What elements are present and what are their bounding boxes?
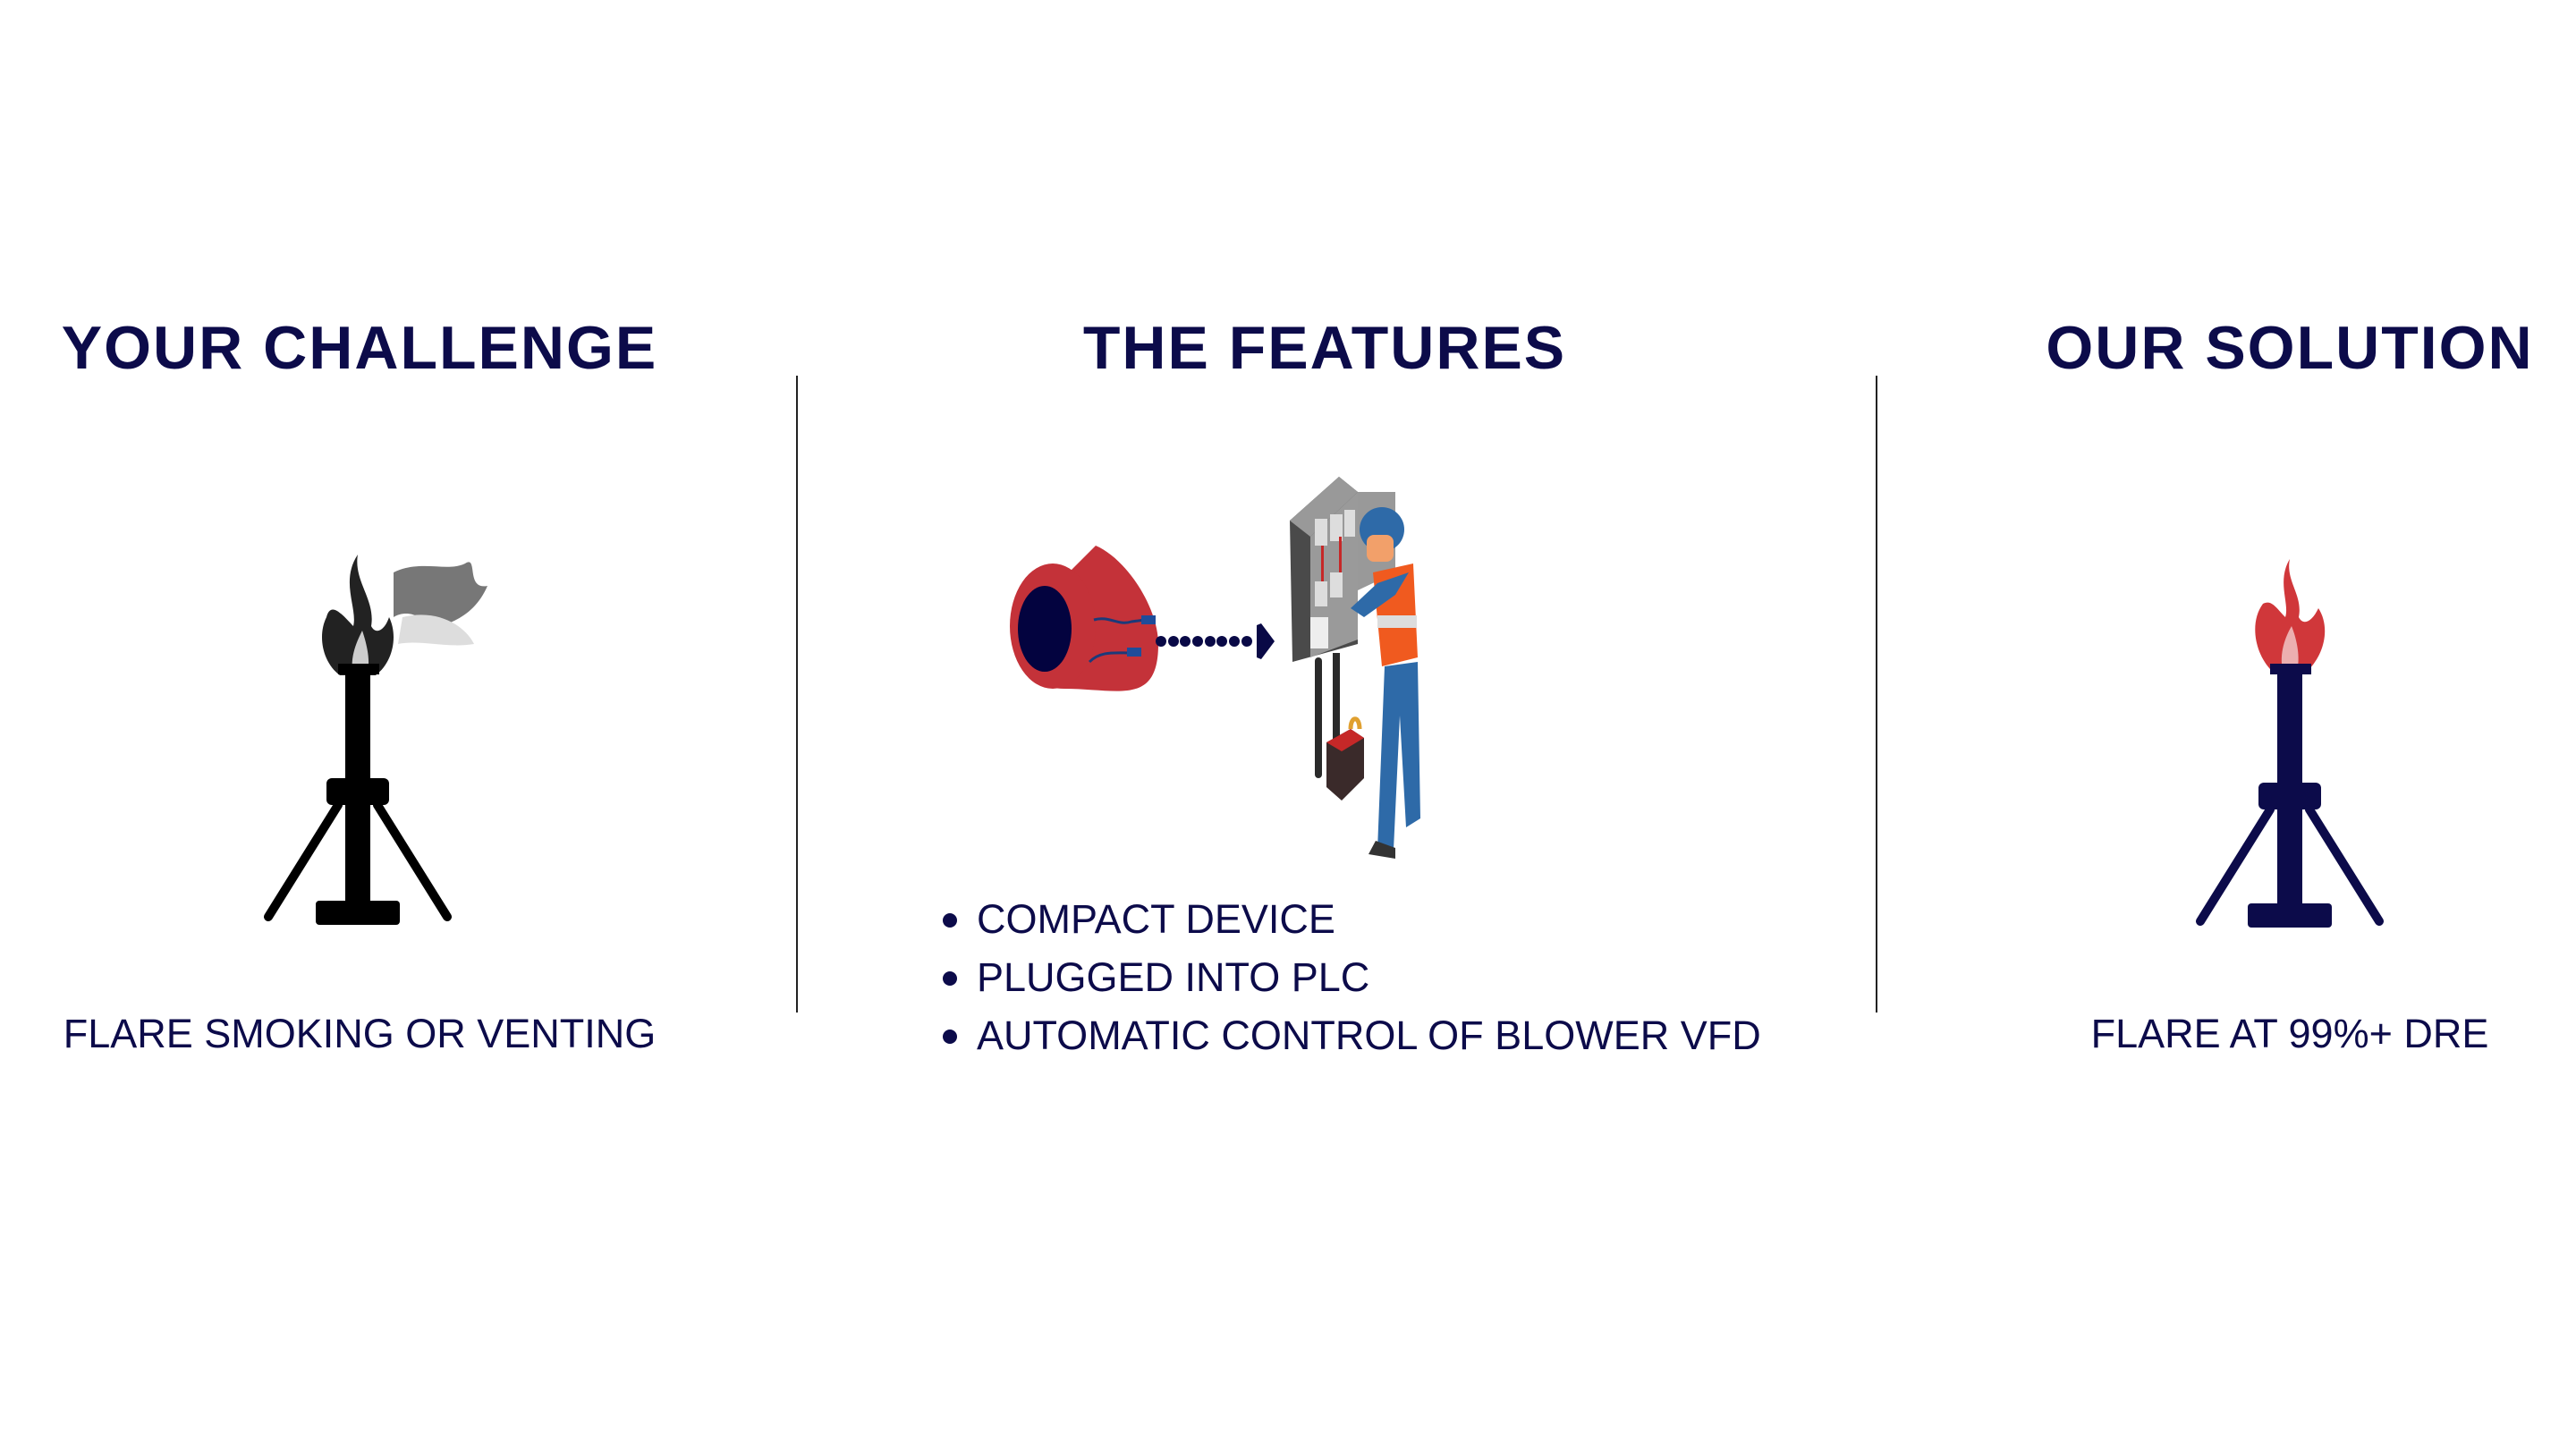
sensor-device-icon bbox=[1010, 546, 1158, 691]
feature-item: AUTOMATIC CONTROL OF BLOWER VFD bbox=[939, 1006, 1761, 1064]
challenge-heading: YOUR CHALLENGE bbox=[61, 314, 658, 382]
divider-left bbox=[796, 376, 798, 1013]
bullet-icon bbox=[943, 971, 957, 986]
solution-heading: OUR SOLUTION bbox=[2046, 314, 2534, 382]
divider-right bbox=[1876, 376, 1877, 1013]
technician-at-control-panel-icon bbox=[1290, 477, 1420, 859]
feature-text: AUTOMATIC CONTROL OF BLOWER VFD bbox=[977, 1013, 1761, 1058]
feature-text: PLUGGED INTO PLC bbox=[977, 954, 1370, 1000]
features-heading: THE FEATURES bbox=[1082, 314, 1567, 382]
bullet-icon bbox=[943, 913, 957, 928]
feature-item: COMPACT DEVICE bbox=[939, 890, 1761, 948]
clean-flare-icon bbox=[2196, 559, 2384, 928]
smoking-flare-icon bbox=[264, 555, 487, 925]
solution-caption: FLARE AT 99%+ DRE bbox=[2090, 1011, 2489, 1056]
challenge-caption: FLARE SMOKING OR VENTING bbox=[63, 1011, 657, 1056]
features-list: COMPACT DEVICE PLUGGED INTO PLC AUTOMATI… bbox=[939, 890, 1761, 1064]
feature-item: PLUGGED INTO PLC bbox=[939, 948, 1761, 1006]
bullet-icon bbox=[943, 1030, 957, 1044]
dotted-arrow-icon bbox=[1156, 623, 1275, 659]
feature-text: COMPACT DEVICE bbox=[977, 896, 1335, 942]
